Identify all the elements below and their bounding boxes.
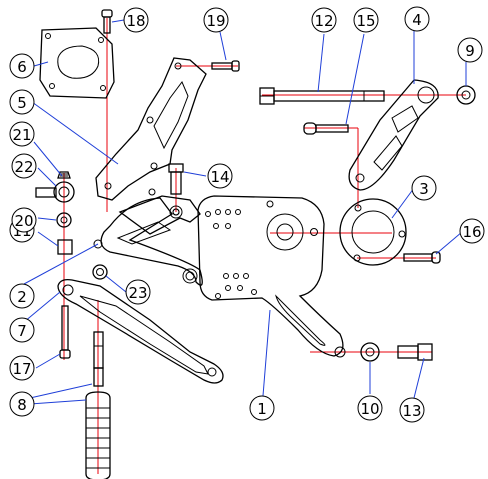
bolt-16 xyxy=(403,251,441,264)
callout-9: 9 xyxy=(457,37,483,63)
heel-plate xyxy=(39,27,115,99)
callout-22: 22 xyxy=(11,153,37,179)
callout-17-label: 17 xyxy=(12,360,31,378)
callout-3-label: 3 xyxy=(419,180,429,198)
callout-21-label: 21 xyxy=(12,126,31,144)
callout-5-label: 5 xyxy=(17,94,27,112)
leader-lines xyxy=(23,19,467,409)
callout-1: 1 xyxy=(249,395,275,421)
callout-4-label: 4 xyxy=(412,11,422,29)
main-bracket xyxy=(95,57,207,201)
long-bolt-12 xyxy=(259,87,385,105)
callout-8: 8 xyxy=(9,391,35,417)
bolt-14 xyxy=(168,163,184,216)
link-plate xyxy=(348,79,439,191)
callout-14-label: 14 xyxy=(210,168,229,186)
callout-2: 2 xyxy=(9,283,35,309)
shift-link xyxy=(57,278,224,384)
footpeg-8 xyxy=(85,331,111,479)
washer-23 xyxy=(92,264,108,280)
callout-5: 5 xyxy=(9,89,35,115)
callout-19-label: 19 xyxy=(206,12,225,30)
callout-22-label: 22 xyxy=(14,158,33,176)
callout-18-label: 18 xyxy=(126,12,145,30)
pivot-22 xyxy=(35,171,75,203)
washer-20 xyxy=(56,212,72,228)
callout-10-label: 10 xyxy=(360,400,379,418)
callout-2-label: 2 xyxy=(17,288,27,306)
cam-disc xyxy=(339,198,407,266)
bolt-18 xyxy=(101,9,113,34)
callout-19: 19 xyxy=(203,7,229,33)
callout-15-label: 15 xyxy=(356,12,375,30)
callout-21: 21 xyxy=(9,121,35,147)
callout-7: 7 xyxy=(9,317,35,343)
callout-8-label: 8 xyxy=(17,396,27,414)
callout-14: 14 xyxy=(207,163,233,189)
callout-6: 6 xyxy=(9,53,35,79)
callout-6-label: 6 xyxy=(17,58,27,76)
bolt-15 xyxy=(303,122,349,135)
callout-15: 15 xyxy=(353,7,379,33)
callout-7-label: 7 xyxy=(17,322,27,340)
callout-3: 3 xyxy=(411,175,437,201)
callout-12-label: 12 xyxy=(314,12,333,30)
rearset-plate xyxy=(197,195,346,358)
callout-1-label: 1 xyxy=(257,400,267,418)
block-11 xyxy=(57,239,73,255)
lever-arm xyxy=(93,188,203,286)
callout-20-label: 20 xyxy=(14,212,33,230)
callout-23-label: 23 xyxy=(128,284,147,302)
callout-16: 16 xyxy=(459,218,485,244)
callout-4: 4 xyxy=(404,6,430,32)
callout-23: 23 xyxy=(125,279,151,305)
callout-10: 10 xyxy=(357,395,383,421)
bolt-19 xyxy=(211,60,240,72)
callout-16-label: 16 xyxy=(462,223,481,241)
callout-13-label: 13 xyxy=(402,402,421,420)
callout-20: 20 xyxy=(11,207,37,233)
callout-12: 12 xyxy=(311,7,337,33)
callout-17: 17 xyxy=(9,355,35,381)
spacer-10 xyxy=(360,342,380,362)
callout-13: 13 xyxy=(399,397,425,423)
callout-18: 18 xyxy=(123,7,149,33)
pin-17 xyxy=(59,305,71,359)
bolt-13 xyxy=(397,343,433,361)
callout-9-label: 9 xyxy=(465,42,475,60)
